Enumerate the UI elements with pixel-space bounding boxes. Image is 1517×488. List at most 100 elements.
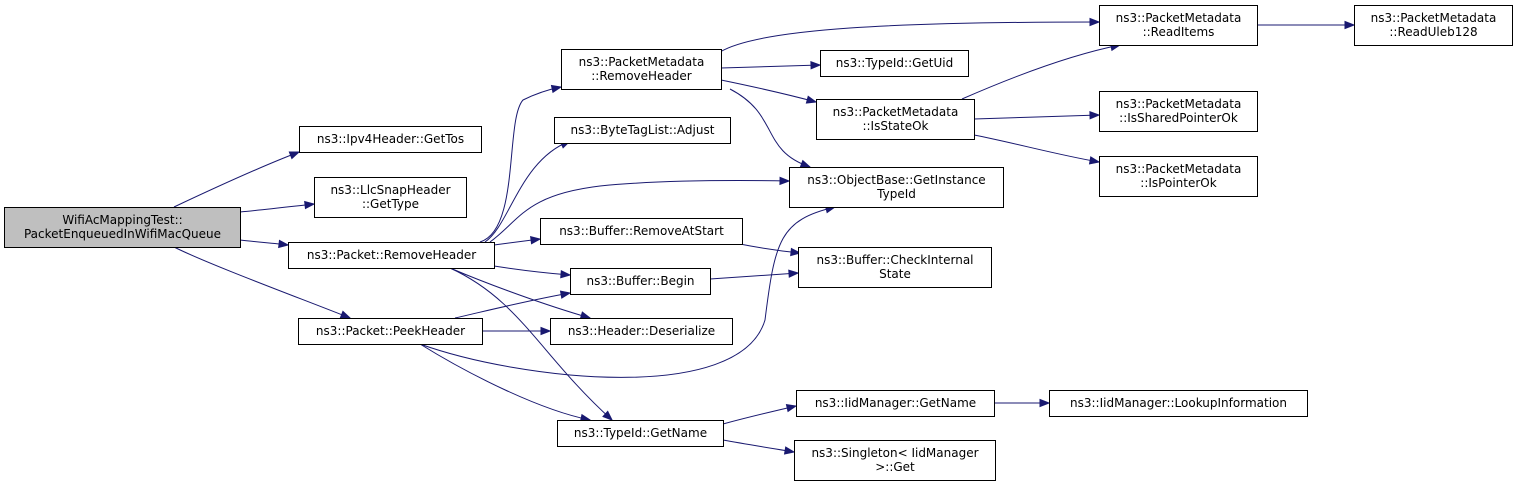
edge-buf_removeatstart-to-buf_checkinternalstate <box>739 243 802 257</box>
node-label-line: ::ReadUleb128 <box>1389 25 1477 39</box>
edge-packet_peekheader-to-buf_begin <box>454 290 572 319</box>
node-box <box>314 177 467 218</box>
node-box <box>789 167 1004 208</box>
node-label-line: ns3::PacketMetadata <box>1371 11 1497 25</box>
node-label-line: ns3::TypeId::GetUid <box>836 56 954 70</box>
node-label-line: ns3::Packet::PeekHeader <box>316 324 465 338</box>
node-label-line: ns3::Header::Deserialize <box>568 324 715 338</box>
node-pm_isstateok[interactable]: ns3::PacketMetadata::IsStateOk <box>816 99 975 140</box>
node-label-line: ns3::Buffer::CheckInternal <box>816 253 973 267</box>
node-label-line: ::GetType <box>362 197 419 211</box>
call-edges <box>173 17 1356 455</box>
node-label-line: ::IsSharedPointerOk <box>1119 111 1238 125</box>
node-box <box>794 440 996 481</box>
edge-root-to-packet_peekheader <box>173 246 352 319</box>
node-label-line: ns3::ObjectBase::GetInstance <box>807 173 985 187</box>
node-box <box>570 268 711 295</box>
node-singleton_get[interactable]: ns3::Singleton< IidManager>::Get <box>794 440 996 481</box>
edge-buf_begin-to-buf_checkinternalstate <box>709 269 800 280</box>
node-label-line: ns3::PacketMetadata <box>1116 97 1242 111</box>
node-box <box>1099 5 1258 46</box>
node-box <box>1049 390 1308 417</box>
node-box <box>796 390 995 417</box>
edge-typeid_getname-to-iid_getname <box>722 404 798 425</box>
node-label-line: ::IsPointerOk <box>1140 176 1216 190</box>
node-typeid_getname[interactable]: ns3::TypeId::GetName <box>557 420 724 447</box>
node-iid_getname[interactable]: ns3::IidManager::GetName <box>796 390 995 417</box>
node-label-line: ::ReadItems <box>1143 25 1215 39</box>
node-pm_readitems[interactable]: ns3::PacketMetadata::ReadItems <box>1099 5 1258 46</box>
edge-pm_isstateok-to-pm_readitems <box>961 42 1122 100</box>
edge-pm_removeheader-to-ob_getinstancetypeid <box>729 88 812 168</box>
node-box <box>820 50 969 77</box>
node-label-line: WifiAcMappingTest:: <box>62 213 182 227</box>
edge-packet_removeheader-to-ob_getinstancetypeid <box>489 176 791 243</box>
node-llc_gettype[interactable]: ns3::LlcSnapHeader::GetType <box>314 177 467 218</box>
node-label-line: ns3::LlcSnapHeader <box>330 183 450 197</box>
node-box <box>554 117 731 144</box>
node-btl_adjust[interactable]: ns3::ByteTagList::Adjust <box>554 117 731 144</box>
node-label-line: ns3::TypeId::GetName <box>574 426 707 440</box>
edge-typeid_getname-to-singleton_get <box>722 439 796 455</box>
node-box <box>816 99 975 140</box>
edge-pm_removeheader-to-pm_readitems <box>719 17 1101 53</box>
node-box <box>561 49 722 90</box>
node-pm_ispointerok[interactable]: ns3::PacketMetadata::IsPointerOk <box>1099 156 1258 197</box>
node-box <box>1099 156 1258 197</box>
node-label-line: >::Get <box>875 460 915 474</box>
node-label-line: ns3::PacketMetadata <box>833 105 959 119</box>
edge-packet_removeheader-to-buf_removeatstart <box>493 236 542 246</box>
edge-root-to-ipv4_gettos <box>173 151 301 208</box>
node-label-line: PacketEnqueuedInWifiMacQueue <box>24 227 221 241</box>
node-iid_lookupinformation[interactable]: ns3::IidManager::LookupInformation <box>1049 390 1308 417</box>
function-nodes: WifiAcMappingTest::PacketEnqueuedInWifiM… <box>4 5 1513 481</box>
node-box <box>557 420 724 447</box>
node-box <box>298 318 483 345</box>
node-root: WifiAcMappingTest::PacketEnqueuedInWifiM… <box>4 207 241 248</box>
node-packet_peekheader[interactable]: ns3::Packet::PeekHeader <box>298 318 483 345</box>
edge-iid_getname-to-iid_lookupinformation <box>994 398 1051 408</box>
node-label-line: ::IsStateOk <box>862 119 928 133</box>
node-box <box>798 247 992 288</box>
node-label-line: ns3::IidManager::LookupInformation <box>1070 396 1287 410</box>
node-pm_issharedpointerok[interactable]: ns3::PacketMetadata::IsSharedPointerOk <box>1099 91 1258 132</box>
node-label-line: ns3::IidManager::GetName <box>815 396 976 410</box>
node-box <box>1354 5 1513 46</box>
edge-packet_removeheader-to-buf_begin <box>493 265 572 279</box>
edge-packet_removeheader-to-typeid_getname <box>449 267 614 421</box>
node-buf_begin[interactable]: ns3::Buffer::Begin <box>570 268 711 295</box>
node-typeid_getuid[interactable]: ns3::TypeId::GetUid <box>820 50 969 77</box>
node-label-line: State <box>879 267 911 281</box>
edge-pm_isstateok-to-pm_issharedpointerok <box>973 111 1101 120</box>
node-label-line: ns3::Buffer::RemoveAtStart <box>559 224 724 238</box>
node-label-line: ns3::Packet::RemoveHeader <box>307 248 476 262</box>
node-label-line: ns3::Buffer::Begin <box>586 274 694 288</box>
edge-packet_peekheader-to-typeid_getname <box>419 343 592 423</box>
node-label-line: ns3::Ipv4Header::GetTos <box>317 132 464 146</box>
node-label-line: ns3::ByteTagList::Adjust <box>571 123 715 137</box>
node-box <box>299 126 482 153</box>
node-label-line: ns3::Singleton< IidManager <box>811 446 978 460</box>
edge-pm_removeheader-to-pm_isstateok <box>720 79 818 104</box>
edge-pm_readitems-to-pm_readuleb128 <box>1257 20 1356 30</box>
edge-root-to-packet_removeheader <box>239 239 290 249</box>
node-label-line: ns3::PacketMetadata <box>579 55 705 69</box>
node-label-line: ns3::PacketMetadata <box>1116 162 1242 176</box>
node-box <box>4 207 241 248</box>
node-hdr_deserialize[interactable]: ns3::Header::Deserialize <box>550 318 733 345</box>
edge-pm_removeheader-to-typeid_getuid <box>720 61 822 70</box>
node-pm_removeheader[interactable]: ns3::PacketMetadata::RemoveHeader <box>561 49 722 90</box>
edge-pm_isstateok-to-pm_ispointerok <box>973 134 1101 165</box>
node-packet_removeheader[interactable]: ns3::Packet::RemoveHeader <box>288 242 495 269</box>
node-box <box>288 242 495 269</box>
node-label-line: TypeId <box>876 187 916 201</box>
edge-root-to-llc_gettype <box>239 200 316 213</box>
node-pm_readuleb128[interactable]: ns3::PacketMetadata::ReadUleb128 <box>1354 5 1513 46</box>
node-label-line: ns3::PacketMetadata <box>1116 11 1242 25</box>
node-box <box>550 318 733 345</box>
node-ipv4_gettos[interactable]: ns3::Ipv4Header::GetTos <box>299 126 482 153</box>
node-buf_removeatstart[interactable]: ns3::Buffer::RemoveAtStart <box>540 218 743 245</box>
node-label-line: ::RemoveHeader <box>591 69 692 83</box>
